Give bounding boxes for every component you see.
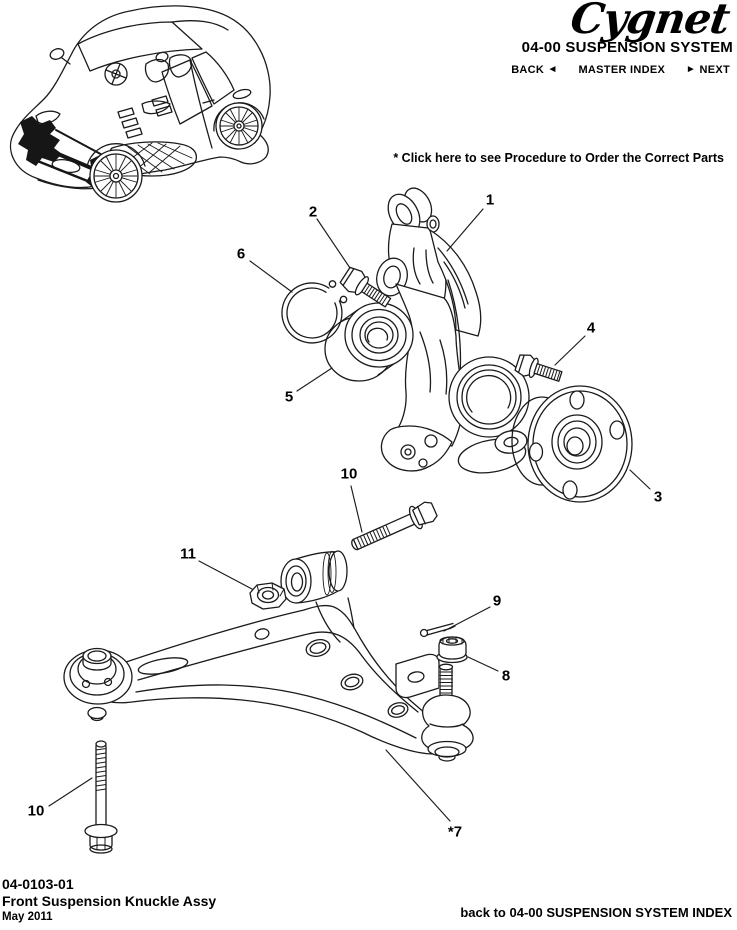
callout-2: 2 [308, 203, 318, 221]
nav-next-link[interactable]: NEXT [699, 64, 730, 76]
callout-3: 3 [653, 488, 663, 506]
arm-bolt-part [84, 740, 118, 854]
back-to-index-link[interactable]: back to 04-00 SUSPENSION SYSTEM INDEX [460, 905, 732, 920]
car-illustration [9, 5, 271, 203]
back-arrow-icon[interactable]: ◄ [547, 64, 558, 75]
callout-6: 6 [236, 245, 246, 263]
callout-1: 1 [485, 191, 495, 209]
page-title: 04-00 SUSPENSION SYSTEM [521, 39, 733, 56]
document-number: 04-0103-01 [2, 876, 74, 892]
wheel-hub-part [511, 385, 633, 503]
snap-ring-part [281, 280, 348, 344]
castle-nut-part [436, 636, 468, 664]
rear-wheel [215, 102, 263, 150]
exploded-view-diagram [48, 187, 651, 854]
document-title: Front Suspension Knuckle Assy [2, 893, 217, 909]
next-arrow-icon[interactable]: ► [685, 64, 697, 75]
steering-knuckle-part [376, 187, 530, 474]
order-parts-link[interactable]: * Click here to see Procedure to Order t… [393, 151, 724, 165]
flange-nut-part [249, 582, 287, 610]
nav-master-index-link[interactable]: MASTER INDEX [578, 64, 666, 76]
callout-10-upper: 10 [340, 465, 358, 483]
callout-10-lower: 10 [27, 802, 45, 820]
callout-9: 9 [492, 592, 502, 610]
bushing-bolt-part [351, 501, 438, 551]
callout-8: 8 [501, 667, 511, 685]
callout-4: 4 [586, 319, 596, 337]
callout-11: 11 [180, 545, 196, 563]
hub-bolt-part [514, 354, 563, 382]
brand-logo: Cygnet [567, 0, 733, 43]
callout-7: *7 [447, 823, 463, 841]
callout-leader-lines [48, 208, 651, 822]
front-wheel [89, 149, 143, 203]
callout-5: 5 [284, 388, 294, 406]
control-arm-part [63, 550, 474, 762]
wheel-bearing-part [324, 302, 414, 382]
pinch-bolt-part [339, 266, 392, 308]
document-date: May 2011 [2, 911, 53, 923]
nav-back-link[interactable]: BACK [511, 64, 545, 76]
cotter-pin-part [419, 622, 456, 638]
header-navigation: BACK ◄ MASTER INDEX ► NEXT [511, 64, 730, 76]
